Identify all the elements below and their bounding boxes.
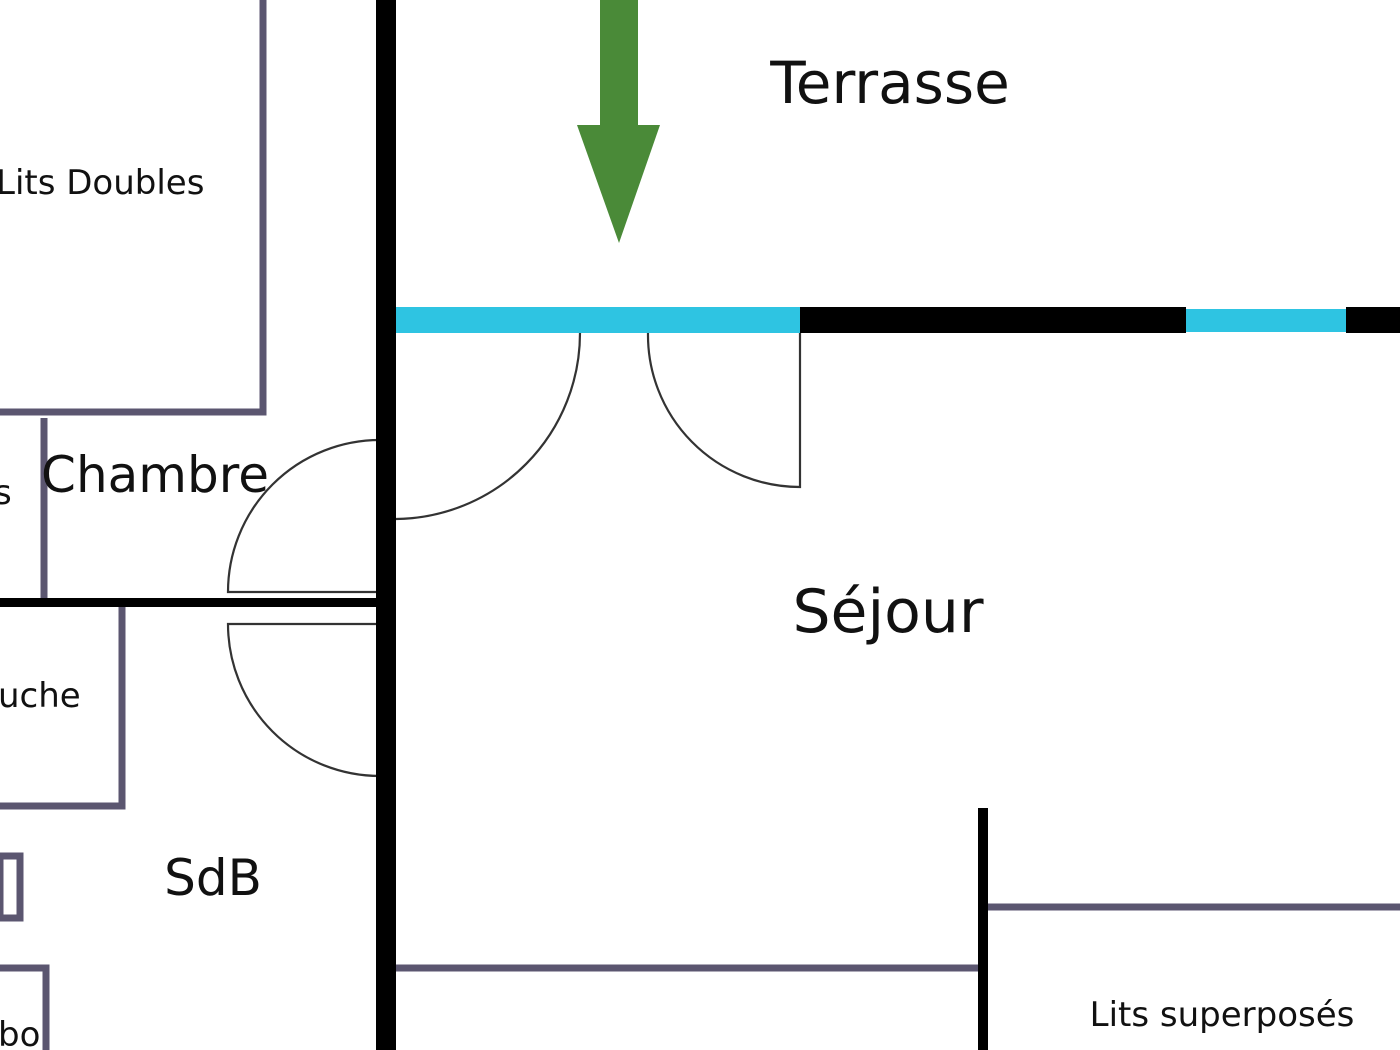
room-label-sejour: Séjour (792, 577, 983, 647)
door-swing-sdb (226, 622, 381, 778)
door-swings (226, 332, 802, 778)
room-label-terrasse: Terrasse (769, 49, 1010, 117)
sink-outline (0, 964, 50, 1050)
door-swing-right (646, 332, 802, 489)
double-bed-outline (0, 0, 267, 416)
bunk-room-wall (978, 808, 988, 1050)
main-vertical-wall (376, 0, 396, 1050)
side-window (1186, 309, 1346, 332)
windows (396, 307, 1346, 333)
room-label-chambre: Chambre (41, 446, 269, 504)
room-label-lavabo: bo (0, 1015, 40, 1050)
arrow-down-icon (577, 0, 660, 243)
cabinet-outline (0, 852, 24, 922)
room-label-cropped: s (0, 473, 12, 513)
room-label-lits-superposes: Lits superposés (1090, 995, 1355, 1035)
room-label-sdb: SdB (164, 849, 262, 907)
room-label-douche: uche (0, 676, 81, 716)
terrace-wall-end (1346, 307, 1400, 333)
shower-outline (0, 603, 126, 810)
door-swing-chambre (226, 438, 381, 594)
terrace-wall-segment (800, 307, 1186, 333)
room-label-lits-doubles: Lits Doubles (0, 163, 204, 203)
door-swing-left (395, 332, 582, 521)
bedroom-bathroom-wall (0, 598, 380, 607)
bay-window (396, 307, 800, 333)
